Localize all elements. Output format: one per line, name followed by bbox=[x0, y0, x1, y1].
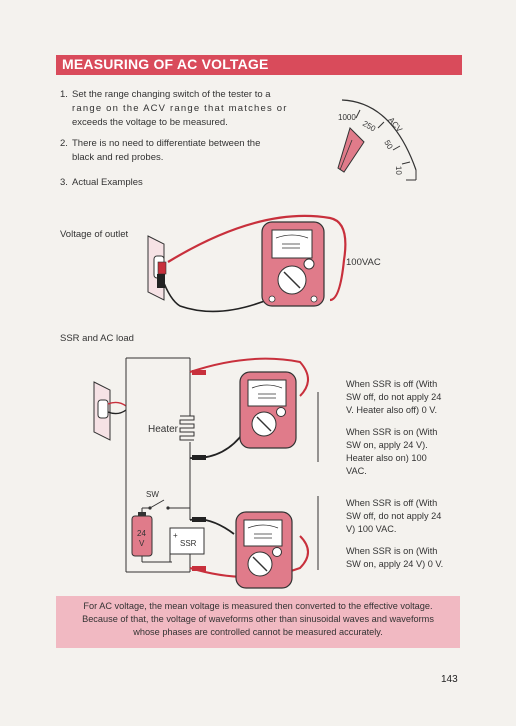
step-line: black and red probes. bbox=[72, 152, 164, 163]
footer-line: whose phases are controlled cannot be me… bbox=[133, 627, 383, 637]
battery-label: 24 bbox=[137, 529, 146, 538]
ssr-notes-top: When SSR is off (With SW off, do not app… bbox=[346, 378, 466, 478]
note-line: V) 100 VAC. bbox=[346, 524, 397, 534]
ssr-label: SSR bbox=[180, 539, 197, 548]
dial-label: 1000 bbox=[338, 113, 356, 122]
acv-dial-illustration: 1000 250 ACV 50 10 bbox=[337, 99, 417, 181]
battery-label: V bbox=[139, 539, 145, 548]
footer-line: For AC voltage, the mean voltage is meas… bbox=[83, 601, 433, 611]
footer-line: Because of that, the voltage of waveform… bbox=[82, 614, 434, 624]
title-bar: MEASURING OF AC VOLTAGE bbox=[56, 55, 462, 75]
note-line: SW on, apply 24 V) 0 V. bbox=[346, 559, 444, 569]
dial-label: ACV bbox=[386, 116, 404, 135]
note-line: When SSR is off (With bbox=[346, 379, 438, 389]
dial-label: 250 bbox=[361, 119, 378, 134]
step-line: There is no need to differentiate betwee… bbox=[72, 138, 261, 149]
step-number: 1. bbox=[60, 89, 68, 100]
note-line: VAC. bbox=[346, 466, 367, 476]
note-line: V. Heater also off) 0 V. bbox=[346, 405, 438, 415]
step-line: exceeds the voltage to be measured. bbox=[72, 117, 228, 128]
note-line: SW off, do not apply 24 bbox=[346, 511, 442, 521]
dial-label: 50 bbox=[382, 139, 395, 152]
step-line: range on the ACV range that matches or bbox=[72, 103, 288, 114]
note-line: Heater also on) 100 bbox=[346, 453, 427, 463]
note-line: When SSR is on (With bbox=[346, 546, 438, 556]
dial-label: 10 bbox=[394, 166, 403, 176]
page-number: 143 bbox=[441, 674, 458, 685]
note-line: SW off, do not apply 24 bbox=[346, 392, 442, 402]
ssr-plus-label: + bbox=[173, 531, 178, 540]
note-line: When SSR is on (With bbox=[346, 427, 438, 437]
note-line bbox=[346, 536, 466, 545]
note-line bbox=[346, 417, 466, 426]
step-number: 3. bbox=[60, 177, 68, 188]
outlet-label: Voltage of outlet bbox=[60, 229, 129, 240]
outlet-example bbox=[147, 214, 347, 313]
ssr-section-label: SSR and AC load bbox=[60, 333, 134, 344]
step-line: Actual Examples bbox=[72, 177, 143, 188]
outlet-reading: 100VAC bbox=[346, 257, 381, 268]
ssr-example bbox=[93, 357, 319, 589]
footer-note: For AC voltage, the mean voltage is meas… bbox=[56, 596, 460, 648]
ssr-notes-bottom: When SSR is off (With SW off, do not app… bbox=[346, 497, 466, 571]
switch-label: SW bbox=[146, 490, 159, 499]
heater-label: Heater bbox=[148, 424, 179, 435]
page-title: MEASURING OF AC VOLTAGE bbox=[62, 56, 269, 72]
step-line: Set the range changing switch of the tes… bbox=[72, 89, 271, 100]
step-number: 2. bbox=[60, 138, 68, 149]
note-line: When SSR is off (With bbox=[346, 498, 438, 508]
note-line: SW on, apply 24 V). bbox=[346, 440, 428, 450]
